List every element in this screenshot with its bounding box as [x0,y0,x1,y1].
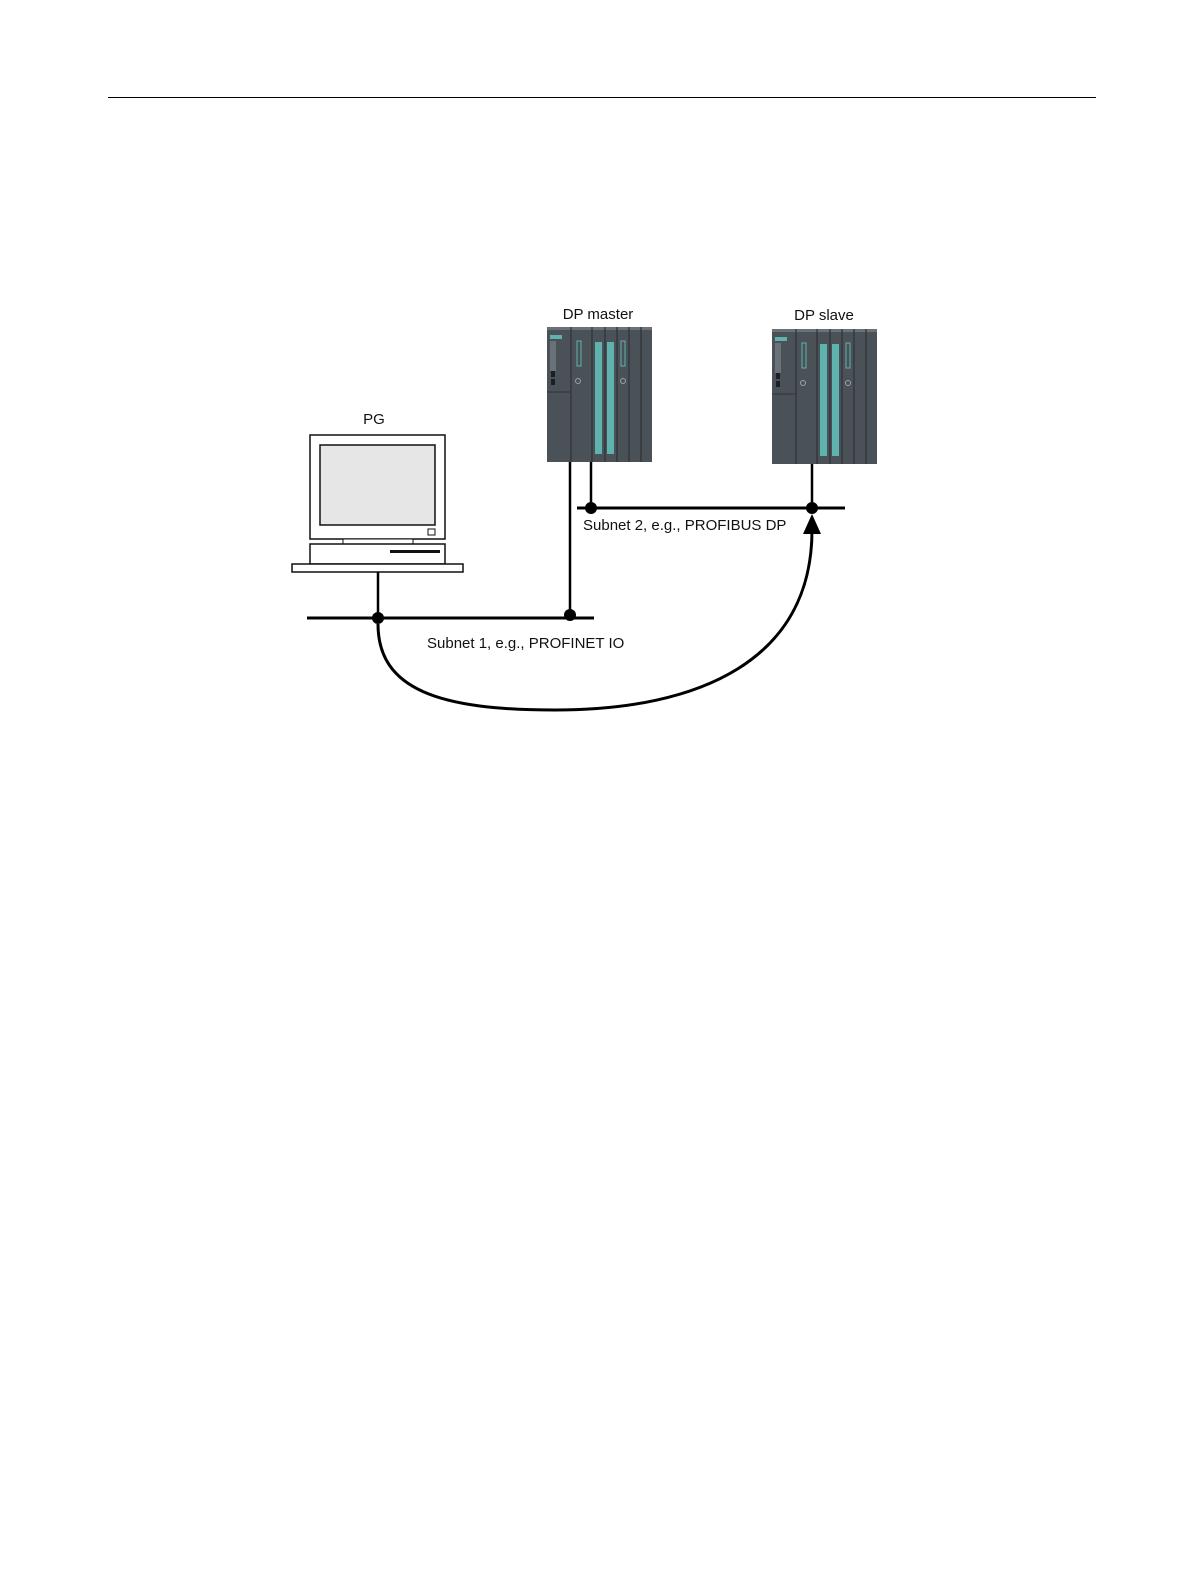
dp-master-rack-icon [547,327,652,462]
dp-slave-subnet2-node [806,502,818,514]
dp-master-subnet1-node [564,609,576,621]
subnet1-label: Subnet 1, e.g., PROFINET IO [427,635,624,652]
dp-slave-label: DP slave [794,307,854,324]
pg-subnet1-node [372,612,384,624]
subnet2-label: Subnet 2, e.g., PROFIBUS DP [583,517,786,534]
dp-master-label: DP master [563,306,634,323]
dp-slave-rack-icon [772,329,877,464]
pg-label: PG [363,411,385,428]
routing-arrow-head-icon [803,514,821,534]
pg-computer-icon [292,435,463,572]
dp-master-subnet2-node [585,502,597,514]
